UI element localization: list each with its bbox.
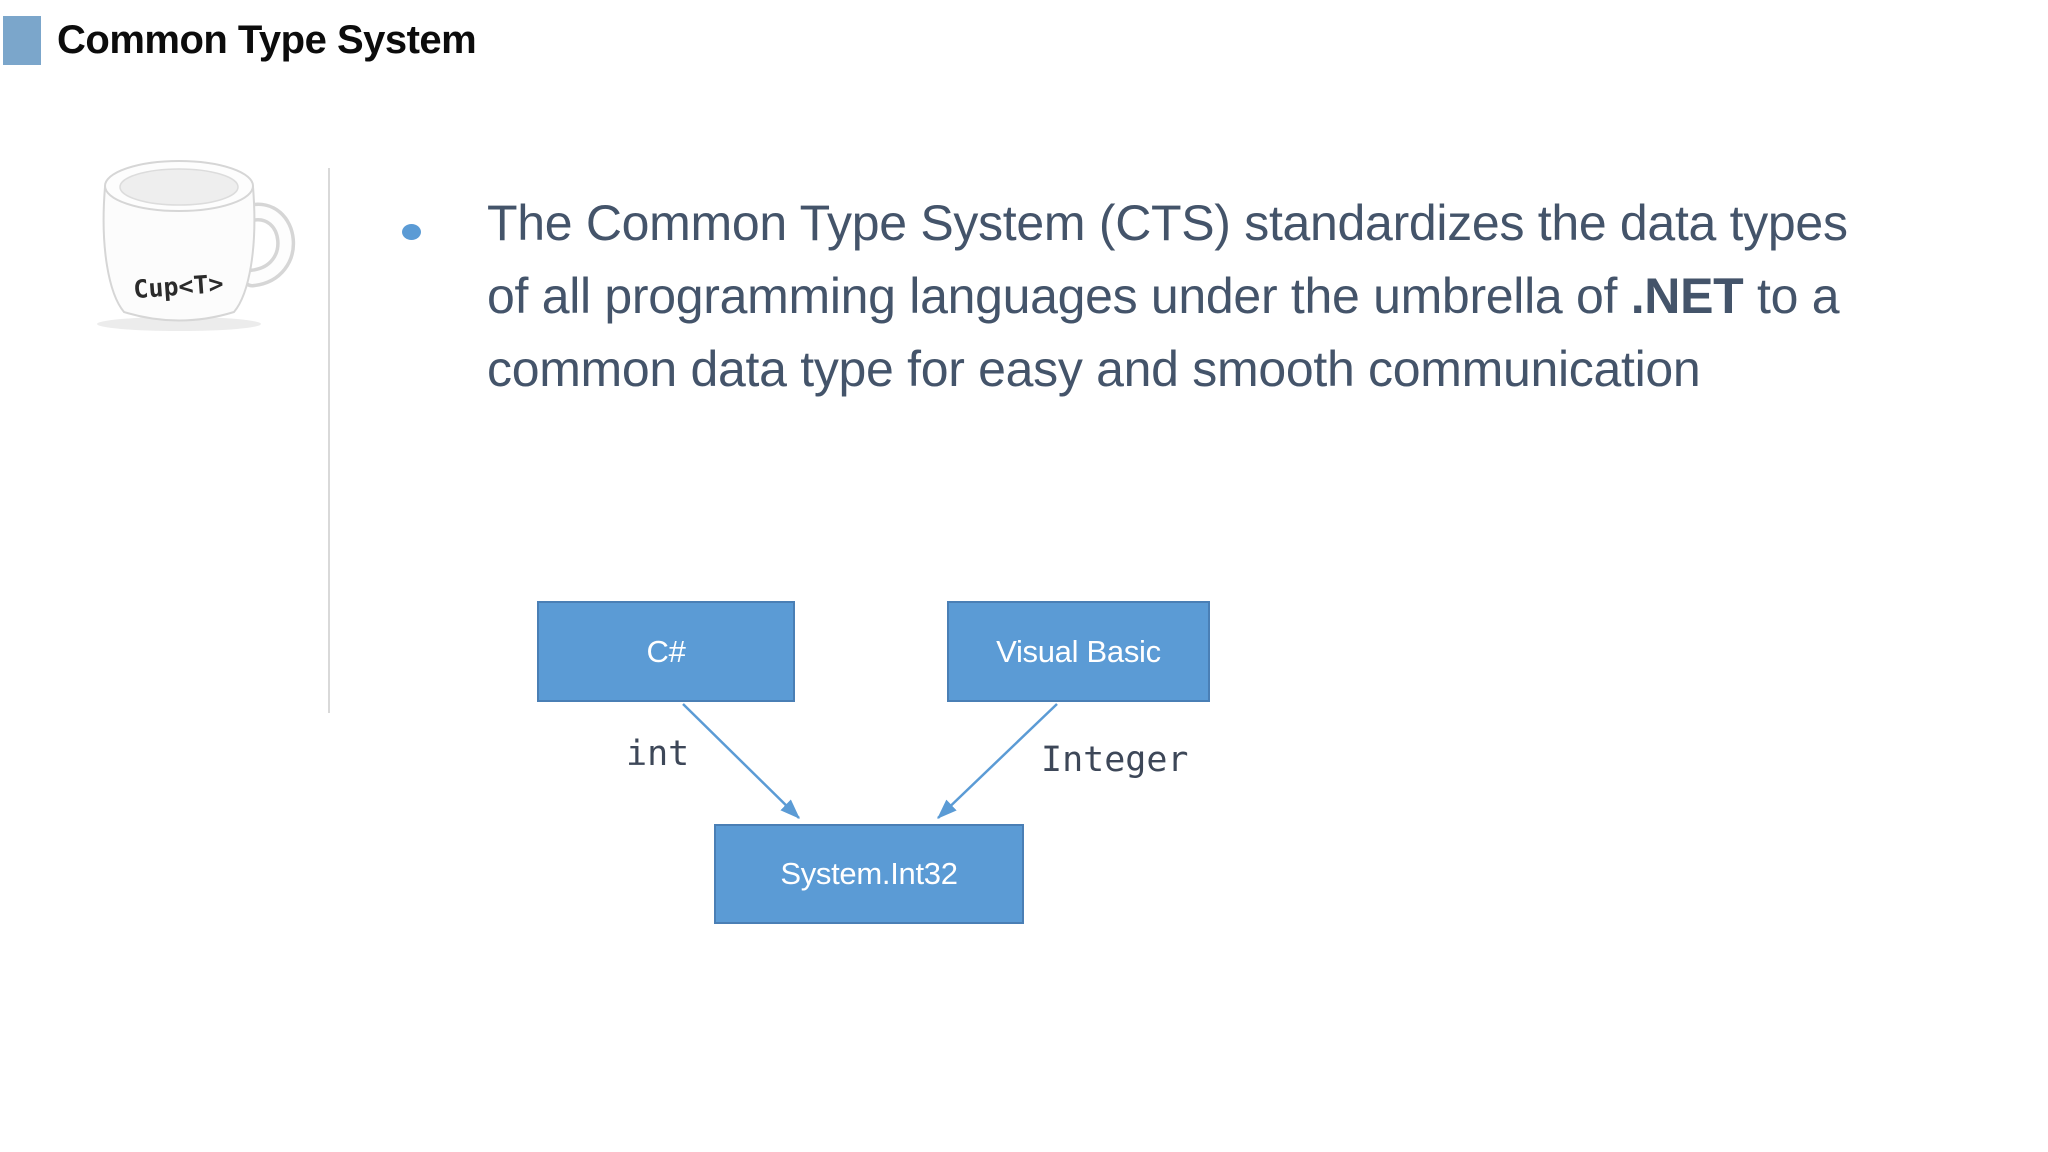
content-divider bbox=[328, 168, 330, 713]
visual-basic-box: Visual Basic bbox=[947, 601, 1210, 702]
arrow-vb-to-int32 bbox=[937, 703, 1058, 819]
mug-shadow bbox=[97, 317, 261, 331]
arrow-csharp-to-int32 bbox=[682, 703, 800, 819]
int-edge-label: int bbox=[626, 734, 690, 774]
csharp-box-label: C# bbox=[646, 633, 686, 669]
mug-image: Cup<T> bbox=[74, 153, 309, 335]
mug-handle bbox=[244, 206, 292, 284]
visual-basic-box-label: Visual Basic bbox=[996, 633, 1161, 669]
page-title: Common Type System bbox=[57, 18, 477, 62]
system-int32-box-label: System.Int32 bbox=[780, 856, 958, 891]
paragraph-line-2: of all programming languages under the u… bbox=[487, 268, 1840, 324]
mug-rim-inner bbox=[119, 168, 239, 206]
integer-edge-label: Integer bbox=[1041, 740, 1189, 780]
bullet-marker bbox=[402, 224, 421, 240]
paragraph-line-1: The Common Type System (CTS) standardize… bbox=[487, 195, 1848, 251]
paragraph-line-3: common data type for easy and smooth com… bbox=[487, 341, 1701, 397]
bullet-paragraph: The Common Type System (CTS) standardize… bbox=[487, 187, 2043, 406]
mug-icon: Cup<T> bbox=[97, 160, 296, 331]
system-int32-box: System.Int32 bbox=[714, 824, 1024, 924]
mug-body bbox=[102, 186, 256, 322]
title-accent-square bbox=[3, 16, 41, 65]
csharp-box: C# bbox=[537, 601, 795, 702]
dotnet-bold-text: .NET bbox=[1630, 268, 1744, 324]
mug-label: Cup<T> bbox=[132, 269, 224, 304]
